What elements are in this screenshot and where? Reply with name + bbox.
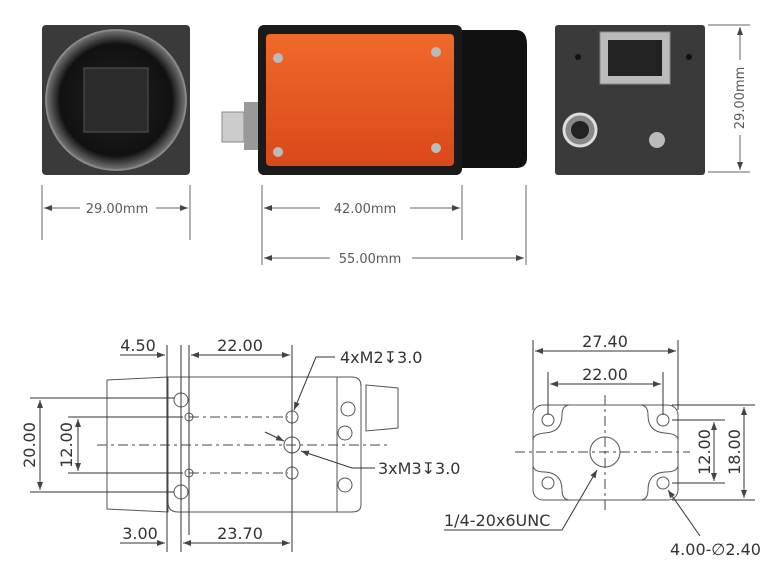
- io-connector-pins: [571, 121, 589, 139]
- front-width-label: 29.00mm: [86, 202, 149, 217]
- leader-line: [667, 489, 701, 537]
- dim-20-00: 20.00: [20, 422, 39, 468]
- screw-icon: [273, 53, 283, 63]
- callout-m3-holes: 3xM3↧3.0: [378, 459, 460, 478]
- screw-icon: [340, 401, 356, 417]
- back-view-photo: [555, 25, 705, 175]
- leader-line: [293, 356, 335, 411]
- connector-base: [244, 102, 262, 150]
- side-view-photo: [221, 25, 527, 175]
- leader-line: [444, 469, 598, 531]
- dim-3-00: 3.00: [122, 524, 158, 543]
- side-mount-drawing: [97, 376, 399, 513]
- back-screw-hole: [686, 54, 692, 60]
- mount-hole: [656, 413, 670, 427]
- callout-tripod-thread: 1/4-20x6UNC: [444, 511, 550, 530]
- dim-4-50: 4.50: [120, 336, 156, 355]
- connector-outline: [365, 384, 399, 432]
- total-length-label: 55.00mm: [339, 252, 402, 267]
- front-screw-hole: [160, 74, 166, 80]
- back-screw-hole: [575, 54, 581, 60]
- mount-hole: [656, 476, 670, 490]
- callout-mount-holes: 4.00-∅2.40: [670, 540, 761, 559]
- orange-body: [266, 34, 454, 166]
- callout-m2-holes: 4xM2↧3.0: [340, 348, 422, 367]
- dim-12-00-bottom: 12.00: [695, 429, 714, 475]
- screw-icon: [337, 477, 353, 493]
- screw-icon: [431, 47, 441, 57]
- ethernet-socket: [608, 40, 662, 76]
- screw-icon: [273, 147, 283, 157]
- body-length-label: 42.00mm: [334, 202, 397, 217]
- dim-27-40: 27.40: [582, 332, 628, 351]
- status-led: [649, 132, 665, 148]
- connector: [221, 111, 245, 143]
- dim-23-70: 23.70: [217, 524, 263, 543]
- image-sensor: [83, 67, 149, 133]
- front-view-photo: [42, 25, 190, 175]
- mount-hole: [541, 413, 555, 427]
- back-height-label: 29.00mm: [733, 67, 748, 130]
- dim-22-00-side: 22.00: [217, 336, 263, 355]
- bottom-mount-drawing: [515, 395, 690, 510]
- leader-line: [300, 450, 375, 469]
- mount-hole: [541, 476, 555, 490]
- leader-line: [264, 431, 285, 442]
- dim-18-00: 18.00: [725, 429, 744, 475]
- lens-section-outline: [106, 376, 169, 513]
- dim-22-00-bottom: 22.00: [582, 365, 628, 384]
- screw-icon: [431, 143, 441, 153]
- lens-tube: [462, 30, 527, 168]
- screw-icon: [337, 425, 353, 441]
- dim-12-00-side: 12.00: [57, 422, 76, 468]
